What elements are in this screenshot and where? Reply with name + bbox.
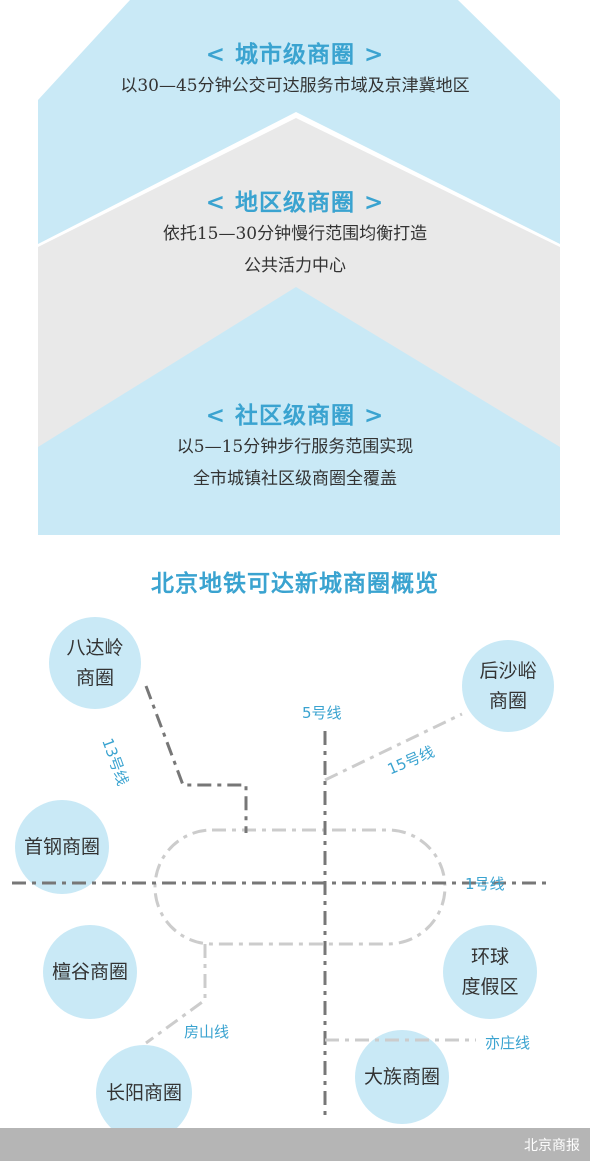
line-15-path: [324, 712, 463, 782]
fangshan-line-label: 房山线: [184, 1023, 230, 1041]
circle-houshayu-line2: 商圈: [488, 690, 527, 712]
tier-city-band: [38, 0, 560, 100]
tier-community-desc-1: 以5—15分钟步行服务范围实现: [176, 437, 414, 457]
tier-district-desc-1: 依托15—30分钟慢行范围均衡打造: [162, 224, 428, 244]
tier-district-desc-2: 公共活力中心: [244, 256, 346, 276]
tier-district-title: < 地区级商圈 >: [205, 189, 385, 216]
circle-universal-line2: 度假区: [461, 976, 519, 998]
circle-dazu: 大族商圈: [355, 1030, 449, 1124]
circle-dazu-line1: 大族商圈: [363, 1066, 440, 1088]
circle-shougang: 首钢商圈: [15, 800, 109, 894]
line-5-label: 5号线: [302, 704, 342, 722]
footer-source: 北京商报: [524, 1138, 580, 1154]
pyramid-graphic: [38, 0, 560, 535]
tier-city-desc: 以30—45分钟公交可达服务市域及京津冀地区: [120, 76, 470, 96]
circle-tangu: 檀谷商圈: [43, 925, 137, 1019]
circle-universal: 环球度假区: [443, 925, 537, 1019]
yizhuang-line-label: 亦庄线: [485, 1034, 531, 1052]
line-13-path: [144, 685, 248, 833]
tier-community-body: [38, 287, 560, 535]
footer-bar: 北京商报: [0, 1128, 590, 1161]
circle-houshayu-line1: 后沙峪: [479, 660, 537, 682]
circle-tangu-line1: 檀谷商圈: [51, 961, 128, 983]
circle-badaling-line2: 商圈: [75, 667, 114, 689]
tier-community-title: < 社区级商圈 >: [205, 402, 385, 429]
tier-community-desc-2: 全市城镇社区级商圈全覆盖: [193, 469, 397, 489]
circle-badaling: 八达岭商圈: [49, 617, 141, 709]
circle-universal-line1: 环球: [470, 946, 509, 968]
line-1-label: 1号线: [465, 875, 505, 893]
circle-shougang-line1: 首钢商圈: [23, 836, 100, 858]
circle-changyang-line1: 长阳商圈: [105, 1082, 182, 1104]
map-title: 北京地铁可达新城商圈概览: [151, 570, 439, 597]
circle-houshayu: 后沙峪商圈: [462, 640, 554, 732]
circle-badaling-line1: 八达岭: [66, 637, 124, 659]
tier-city-title: < 城市级商圈 >: [205, 41, 385, 68]
ring-line: [153, 828, 447, 946]
circle-changyang: 长阳商圈: [96, 1045, 192, 1141]
